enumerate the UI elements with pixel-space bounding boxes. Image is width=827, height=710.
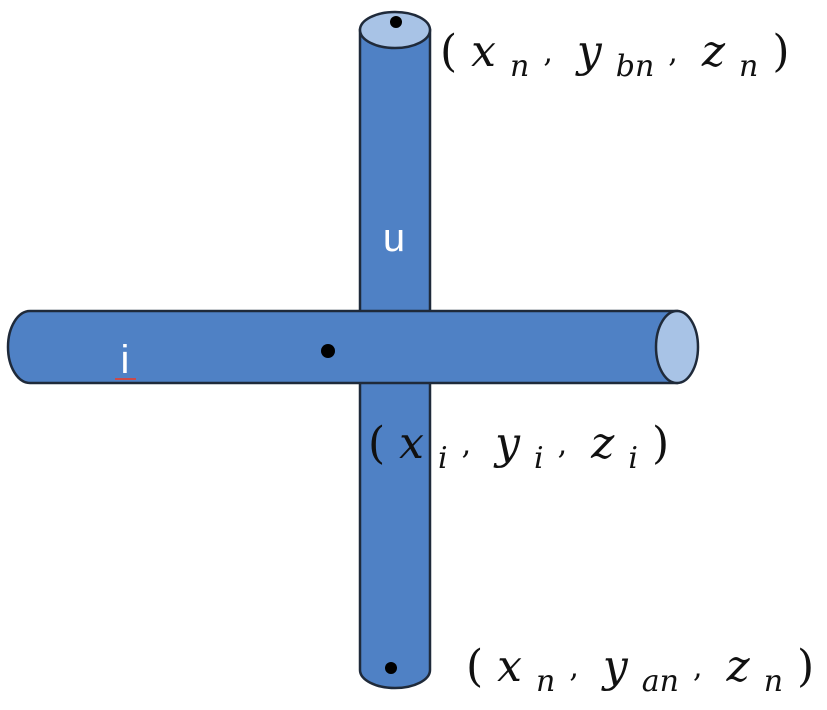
top-point-dot xyxy=(390,16,402,28)
paren-close: ) xyxy=(772,26,789,77)
top-coordinate-label: ( x n , y bn , z n ) xyxy=(440,22,790,87)
x-subscript: n xyxy=(510,49,529,84)
comma: , xyxy=(668,35,678,70)
vertical-rod-top-cap xyxy=(358,10,432,50)
comma: , xyxy=(569,650,579,685)
y-symbol: y xyxy=(601,641,629,692)
x-symbol: x xyxy=(497,641,522,692)
y-subscript: bn xyxy=(616,49,655,84)
x-symbol: x xyxy=(399,418,424,469)
z-symbol: z xyxy=(701,26,726,77)
center-coordinate-label: ( x i , y i , z i ) xyxy=(368,414,669,479)
y-symbol: y xyxy=(575,26,603,77)
x-symbol: x xyxy=(471,26,496,77)
horizontal-rod-label: i xyxy=(121,338,130,382)
paren-open: ( xyxy=(466,641,483,692)
horizontal-rod-end-cap xyxy=(654,309,700,385)
bottom-point-dot xyxy=(385,662,397,674)
z-subscript: i xyxy=(628,441,638,476)
comma: , xyxy=(558,427,568,462)
comma: , xyxy=(462,427,472,462)
bottom-coordinate-label: ( x n , y an , z n ) xyxy=(466,637,814,702)
horizontal-rod-i: i xyxy=(6,309,700,385)
z-symbol: z xyxy=(590,418,615,469)
x-subscript: n xyxy=(536,664,555,699)
y-subscript: i xyxy=(534,441,544,476)
paren-open: ( xyxy=(368,418,385,469)
z-subscript: n xyxy=(739,49,758,84)
y-subscript: an xyxy=(642,664,679,699)
center-point-dot xyxy=(321,344,335,358)
comma: , xyxy=(693,650,703,685)
x-subscript: i xyxy=(438,441,448,476)
z-symbol: z xyxy=(726,641,751,692)
paren-close: ) xyxy=(652,418,669,469)
z-subscript: n xyxy=(764,664,783,699)
comma: , xyxy=(543,35,553,70)
horizontal-rod-body xyxy=(6,309,679,385)
vertical-rod-label: n xyxy=(383,221,405,265)
paren-close: ) xyxy=(797,641,814,692)
y-symbol: y xyxy=(493,418,521,469)
paren-open: ( xyxy=(440,26,457,77)
